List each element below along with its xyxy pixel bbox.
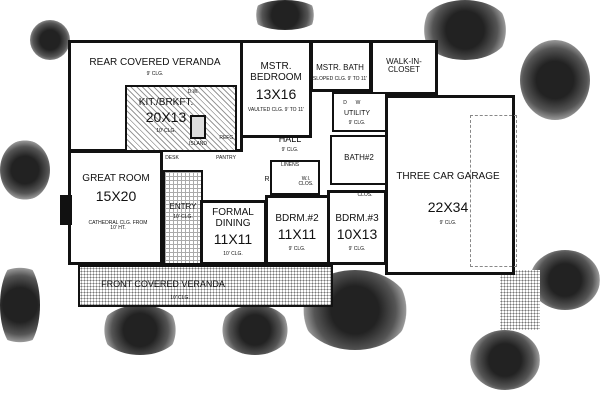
- front-veranda-label: FRONT COVERED VERANDA: [101, 279, 225, 289]
- bedroom2-label: BDRM.#2: [275, 213, 319, 224]
- walk-in-closet: [370, 40, 438, 95]
- hall-closets: [270, 160, 320, 195]
- great-room-size: 15X20: [95, 188, 137, 204]
- master-bedroom-ceiling: VAULTED CLG. 9' TO 11': [247, 107, 305, 113]
- bedroom-2: [265, 195, 330, 265]
- master-bath-ceiling: SLOPED CLG. 9' TO 11': [312, 76, 368, 82]
- bedroom2-ceiling: 9' CLG.: [288, 246, 306, 252]
- desk-label: DESK: [165, 155, 179, 161]
- master-bedroom-size: 13X16: [255, 86, 297, 102]
- stone-path: [500, 270, 540, 330]
- kitchen-island: [190, 115, 206, 139]
- entry-label: ENTRY: [169, 202, 197, 211]
- great-room-label: GREAT ROOM: [82, 173, 150, 184]
- island-label: ISLAND: [188, 141, 208, 147]
- dryer-label: D: [343, 100, 347, 106]
- fireplace: [60, 195, 72, 225]
- garage-door-outline: [470, 115, 517, 267]
- great-room: [68, 150, 163, 265]
- shrub: [470, 330, 540, 390]
- bedroom3-ceiling: 9' CLG.: [348, 246, 366, 252]
- master-bath: [310, 40, 372, 92]
- closet-label: CLOS.: [357, 192, 373, 198]
- garage-size: 22X34: [427, 199, 469, 215]
- bedroom3-label: BDRM.#3: [335, 213, 379, 224]
- bath2: [330, 135, 387, 185]
- formal-dining-label: FORMAL DINING: [212, 207, 254, 229]
- rear-veranda-ceiling: 9' CLG.: [146, 71, 164, 77]
- formal-dining-size: 11X11: [213, 231, 253, 247]
- kitchen-size: 20X13: [145, 109, 187, 125]
- rear-veranda-label: REAR COVERED VERANDA: [89, 57, 221, 68]
- hall-label: HALL: [278, 134, 302, 144]
- kitchen-label: KIT./BRKFT.: [138, 97, 194, 108]
- hall-ceiling: 9' CLG.: [281, 147, 299, 153]
- master-bedroom-label: MSTR. BEDROOM: [250, 61, 302, 83]
- utility-ceiling: 9' CLG.: [348, 120, 366, 126]
- bath2-label: BATH#2: [344, 153, 374, 162]
- great-room-ceiling: CATHEDRAL CLG. FROM 10' HT.: [88, 220, 148, 232]
- garage-ceiling: 9' CLG.: [439, 220, 457, 226]
- bedroom-3: [327, 190, 387, 265]
- pantry-label: PANTRY: [216, 155, 236, 161]
- linens-label: LINENS: [280, 162, 300, 168]
- garage-label: THREE CAR GARAGE: [396, 171, 500, 182]
- utility: [332, 92, 387, 132]
- front-veranda: [78, 265, 333, 307]
- refrigerator-label: REFG.: [219, 135, 235, 141]
- shrub: [0, 140, 50, 200]
- garage: [385, 95, 515, 275]
- shrub: [100, 305, 180, 355]
- kitchen: [125, 85, 237, 152]
- shrub: [0, 260, 40, 350]
- kitchen-ceiling: 10' CLG.: [156, 128, 176, 134]
- shrub: [250, 0, 320, 30]
- walk-in-closet-label: WALK-IN- CLOSET: [386, 57, 422, 75]
- shrub: [520, 40, 590, 120]
- washer-label: W: [355, 100, 361, 106]
- utility-label: UTILITY: [343, 110, 371, 117]
- dishwasher-label: D.W.: [187, 89, 199, 95]
- shrub: [530, 250, 600, 310]
- bedroom3-size: 10X13: [336, 226, 378, 242]
- front-veranda-ceiling: 10' CLG.: [170, 295, 190, 301]
- refrigerator-mark: R: [264, 176, 270, 183]
- shrub: [220, 305, 290, 355]
- entry: [163, 170, 203, 265]
- formal-dining: [200, 200, 267, 265]
- shrub: [30, 20, 70, 60]
- formal-dining-ceiling: 10' CLG.: [223, 251, 243, 257]
- walk-in-closet-hall-label: W.I. CLOS.: [298, 176, 314, 188]
- master-bath-label: MSTR. BATH: [316, 63, 364, 72]
- bedroom2-size: 11X11: [277, 226, 317, 242]
- entry-ceiling: 10' CLG.: [173, 214, 193, 220]
